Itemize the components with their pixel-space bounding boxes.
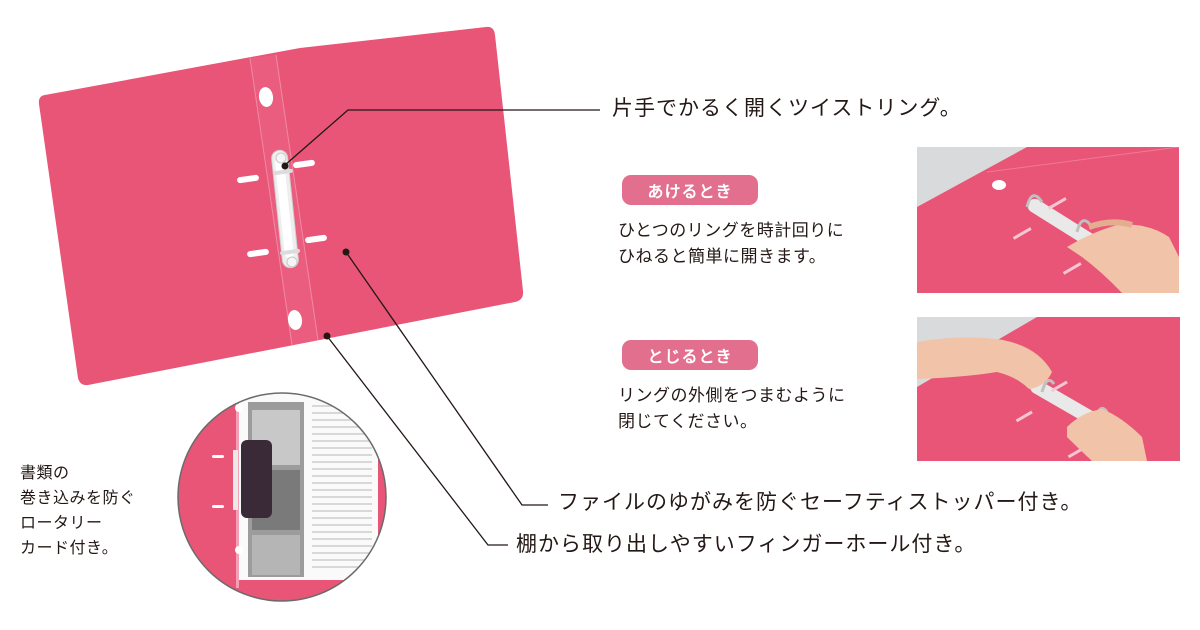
rotary-card — [241, 440, 272, 518]
rotary-card-line-1: 書類の — [20, 463, 70, 482]
finger-hole-bottom — [287, 310, 303, 330]
closing-line-2: 閉じてください。 — [618, 412, 758, 432]
safety-stopper-slots — [237, 159, 327, 258]
finger-hole-top — [258, 87, 274, 107]
closing-description: リングの外側をつまむように 閉じてください。 — [618, 383, 846, 435]
rotary-card-line-2: 巻き込みを防ぐ — [20, 488, 136, 507]
hands-pinching-ring-closed-icon — [917, 317, 1180, 461]
opening-line-2: ひねると簡単に開きます。 — [618, 247, 827, 267]
rotary-card-line-4: カード付き。 — [20, 538, 119, 557]
twist-ring-mechanism — [271, 149, 300, 269]
leader-lines — [284, 109, 600, 546]
closing-badge: とじるとき — [622, 340, 758, 370]
closing-photo — [917, 317, 1180, 461]
rotary-card-line-3: ロータリー — [20, 513, 103, 532]
opening-badge: あけるとき — [622, 175, 758, 205]
feature-finger-hole: 棚から取り出しやすいフィンガーホール付き。 — [516, 532, 977, 556]
rotary-card-inset — [178, 393, 386, 601]
feature-twist-ring: 片手でかるく開くツイストリング。 — [612, 96, 962, 120]
opening-line-1: ひとつのリングを時計回りに — [618, 221, 845, 241]
feature-safety-stopper: ファイルのゆがみを防ぐセーフティストッパー付き。 — [558, 490, 1083, 514]
opening-description: ひとつのリングを時計回りに ひねると簡単に開きます。 — [618, 218, 844, 270]
closing-line-1: リングの外側をつまむように — [618, 386, 846, 406]
hand-twisting-ring-open-icon — [917, 147, 1179, 293]
rotary-card-label: 書類の 巻き込みを防ぐ ロータリー カード付き。 — [20, 460, 136, 560]
opening-photo — [917, 147, 1179, 293]
